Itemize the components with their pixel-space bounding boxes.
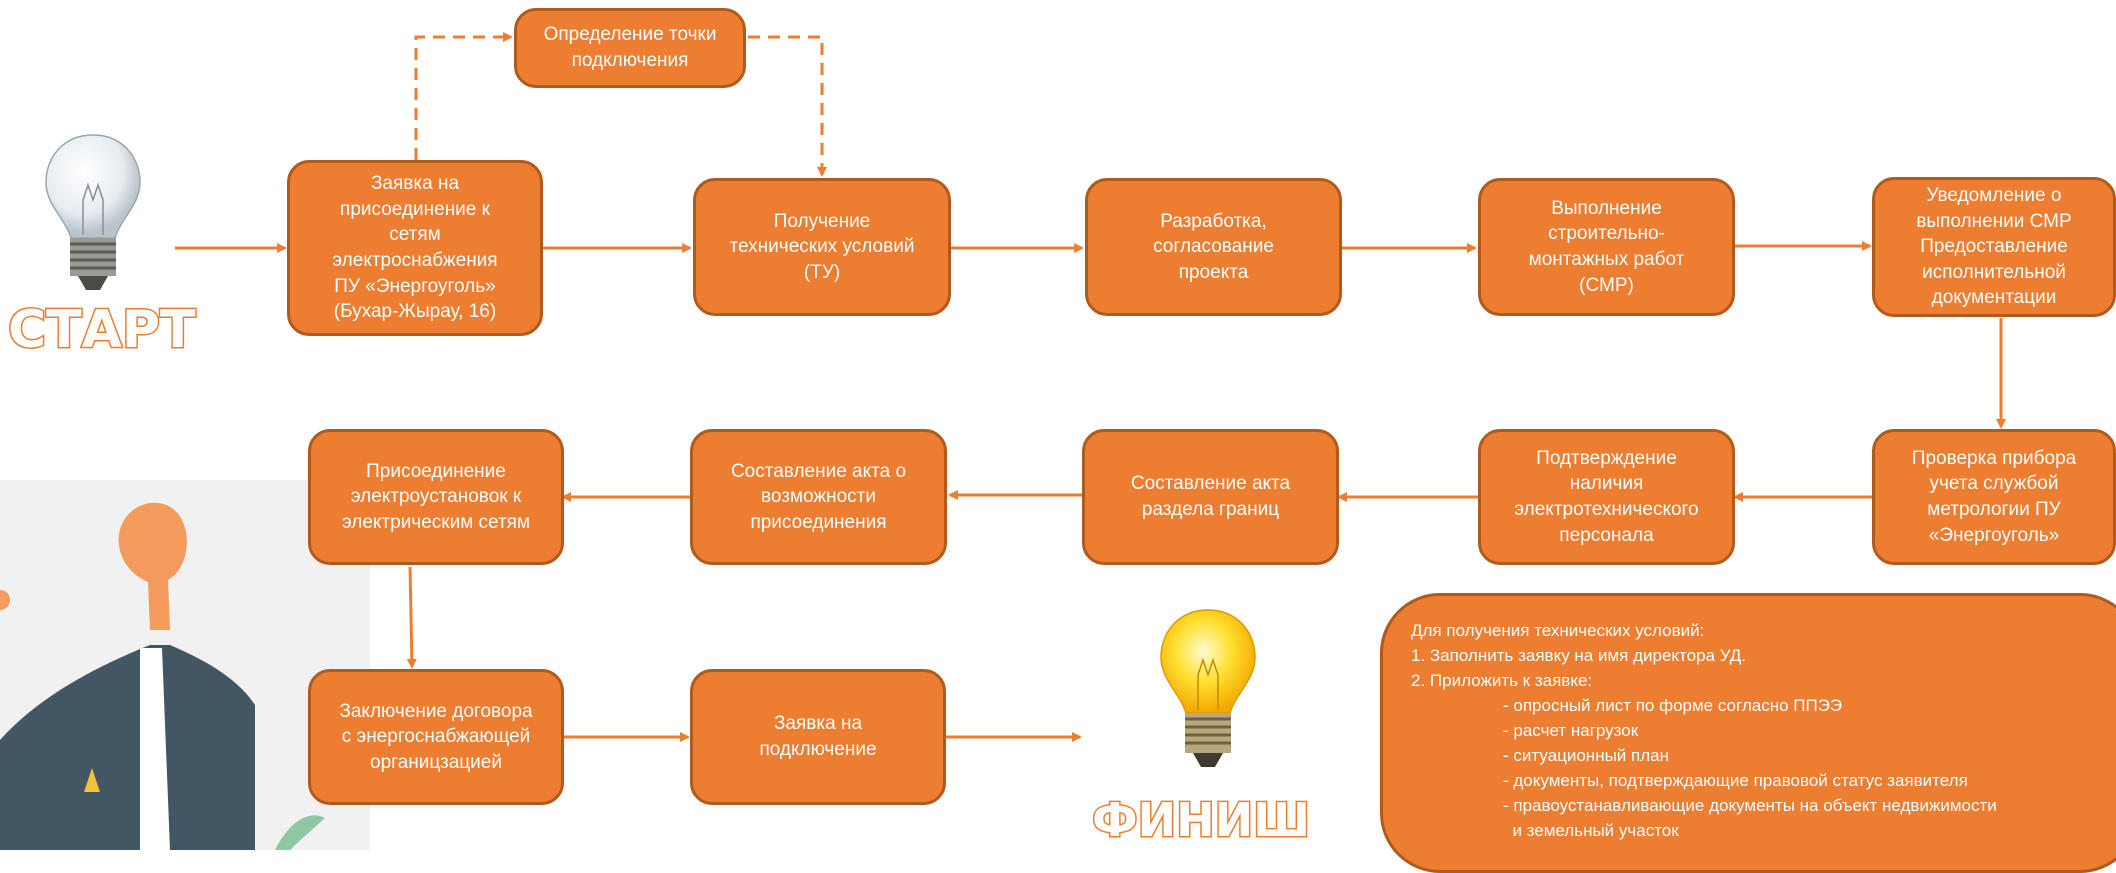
step-possibility-act: Составление акта о возможности присоедин… <box>690 429 947 565</box>
step-boundary-act: Составление акта раздела границ <box>1082 429 1339 565</box>
requirements-subitem: - ситуационный план <box>1503 746 1669 765</box>
dashed-arrow-request-to-point <box>414 32 513 160</box>
finish-label: ФИНИШ <box>1091 792 1312 849</box>
step-connection-point: Определение точки подключения <box>514 8 746 88</box>
dashed-arrow-point-to-tu <box>748 35 827 177</box>
requirements-panel: Для получения технических условий: 1. За… <box>1380 593 2116 873</box>
arrow-connection-to-contract <box>406 566 417 669</box>
start-label: СТАРТ <box>6 299 196 362</box>
step-supply-contract: Заключение договора с энергоснабжающей о… <box>308 669 564 805</box>
step-project-development: Разработка, согласование проекта <box>1085 178 1342 316</box>
step-construction-works: Выполнение строительно- монтажных работ … <box>1478 178 1735 316</box>
step-works-notification: Уведомление о выполнении СМР Предоставле… <box>1872 177 2116 317</box>
requirements-subitem: - опросный лист по форме согласно ППЭЭ <box>1503 696 1843 715</box>
requirements-item: 1. Заполнить заявку на имя директора УД. <box>1411 646 1747 665</box>
step-meter-check: Проверка прибора учета службой метрологи… <box>1872 429 2116 565</box>
step-staff-confirmation: Подтверждение наличия электротехническог… <box>1478 429 1735 565</box>
step-technical-conditions: Получение технических условий (ТУ) <box>693 178 951 316</box>
requirements-item: 2. Приложить к заявке: <box>1411 671 1593 690</box>
requirements-subitem: и земельный участок <box>1503 821 1679 840</box>
step-grid-connection: Присоединение электроустановок к электри… <box>308 429 564 565</box>
lightbulb-on-icon <box>1160 609 1256 767</box>
requirements-subitem: - расчет нагрузок <box>1503 721 1639 740</box>
step-application: Заявка на подключение <box>690 669 946 805</box>
step-connection-request: Заявка на присоединение к сетям электрос… <box>287 160 543 336</box>
requirements-subitem: - правоустанавливающие документы на объе… <box>1503 796 1997 815</box>
lightbulb-off-icon <box>45 134 141 290</box>
flow-arrows <box>175 32 2006 742</box>
requirements-subitem: - документы, подтверждающие правовой ста… <box>1503 771 1968 790</box>
requirements-title: Для получения технических условий: <box>1411 621 1705 640</box>
